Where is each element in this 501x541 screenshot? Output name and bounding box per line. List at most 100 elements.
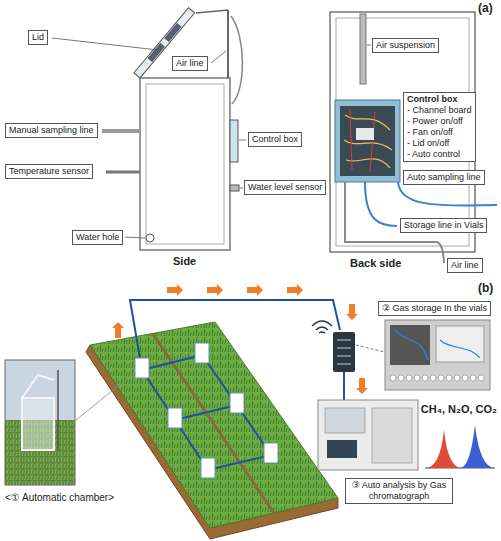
label-box: Water hole	[72, 230, 123, 245]
gc-panel	[325, 408, 365, 433]
chamber-icon	[195, 343, 209, 363]
vials	[390, 375, 484, 381]
flow-arrows	[112, 284, 368, 394]
auto-sampling-tube	[398, 182, 497, 206]
photo-frame	[385, 320, 490, 390]
wiring	[350, 110, 375, 172]
label-text: Air suspension	[376, 40, 435, 51]
view-title: Side	[173, 255, 196, 268]
chamber-icon	[135, 358, 149, 378]
list-item: - Power on/off	[407, 116, 472, 127]
label-text: Control box	[252, 134, 298, 145]
wifi-symbol	[312, 321, 332, 333]
server-slots	[337, 340, 351, 364]
flow-arrow	[167, 284, 183, 296]
leader-line	[367, 45, 371, 46]
chamber-body	[140, 78, 230, 250]
gas-line	[130, 300, 340, 470]
leader-lines	[52, 38, 246, 238]
leader-line	[52, 38, 158, 50]
label-text: Control box	[407, 94, 472, 105]
list-item: - Fan on/off	[407, 127, 472, 138]
temperature-probe	[106, 171, 140, 174]
level-sensor-symbol	[230, 185, 239, 191]
chamber-photo	[5, 360, 133, 485]
label-box: Air line	[172, 56, 208, 71]
label-text: ② Gas storage In the vials	[382, 303, 487, 314]
vials-photo	[385, 320, 490, 390]
control-box-housing	[335, 100, 400, 182]
leader-line	[211, 51, 226, 63]
label-text: Water hole	[76, 232, 119, 243]
solar-panel	[147, 43, 164, 62]
label-box: ③ Auto analysis by Gas chromatograph	[345, 478, 453, 504]
panel-letter: (b)	[478, 282, 493, 296]
gas-lines	[130, 300, 344, 470]
equipment	[436, 326, 484, 362]
gc-body	[318, 400, 418, 470]
label-text: Water level sensor	[248, 182, 322, 193]
photo-chamber	[22, 398, 54, 450]
channel-board	[356, 128, 374, 140]
server-icon	[333, 332, 355, 372]
flow-arrow	[247, 284, 263, 296]
flow-arrow	[112, 322, 124, 338]
field-ridge	[153, 334, 275, 514]
gas-line	[343, 372, 345, 400]
chamber-icon	[230, 393, 244, 413]
control-unit	[312, 321, 384, 372]
label-text: Air line	[451, 260, 479, 271]
leader-line	[125, 237, 145, 238]
storage-tube	[365, 182, 397, 226]
air-suspension-rod	[360, 14, 366, 84]
sampling-pipe	[102, 129, 140, 133]
label-text: Manual sampling line	[9, 125, 94, 136]
lid-arm	[196, 10, 228, 13]
chamber-icon	[201, 458, 215, 478]
list-item: - Auto control	[407, 149, 472, 160]
photo-caption: <① Automatic chamber>	[5, 492, 114, 504]
chamber-icon	[264, 443, 278, 463]
gc-screen	[327, 440, 357, 458]
list-item: - Lid on/off	[407, 138, 472, 149]
label-text: Lid	[32, 32, 44, 43]
label-text: Auto sampling line	[407, 172, 481, 183]
gas-line	[202, 355, 271, 455]
label-box: ② Gas storage In the vials	[378, 301, 491, 316]
list-item: - Channel board	[407, 105, 472, 116]
label-box: Storage line in Vials	[400, 218, 487, 233]
gas-chromatograph	[318, 400, 418, 470]
water-hole-symbol	[146, 234, 154, 242]
label-box: Auto sampling line	[403, 170, 485, 185]
photo-lid	[22, 375, 54, 398]
label-text: Air line	[176, 58, 204, 69]
flow-arrow	[346, 304, 358, 320]
lid-rod	[227, 10, 229, 78]
leader-line	[240, 188, 243, 189]
flow-arrow	[356, 378, 368, 394]
gas-names: CH₄, N₂O, CO₂	[421, 403, 497, 416]
list-box: Control box- Channel board- Power on/off…	[403, 92, 476, 162]
label-text: Storage line in Vials	[404, 220, 483, 231]
label-box: Air line	[447, 258, 483, 273]
control-box-inside	[340, 106, 395, 176]
peak	[425, 430, 462, 468]
view-title: Back side	[350, 257, 401, 270]
tubing	[395, 330, 480, 360]
chromatogram	[425, 425, 495, 468]
label-box: Air suspension	[372, 38, 439, 53]
photo-pole	[57, 370, 59, 450]
peak	[460, 425, 495, 468]
chamber-frame	[146, 84, 224, 244]
paddy-field	[90, 322, 338, 528]
air-tube	[231, 16, 242, 104]
control-box-symbol	[230, 120, 238, 162]
photo-frame	[5, 360, 75, 485]
chambers	[135, 343, 278, 478]
leader-line	[356, 345, 384, 352]
back-chamber	[330, 12, 497, 263]
solar-panel	[164, 23, 181, 42]
label-box: Manual sampling line	[5, 123, 98, 138]
